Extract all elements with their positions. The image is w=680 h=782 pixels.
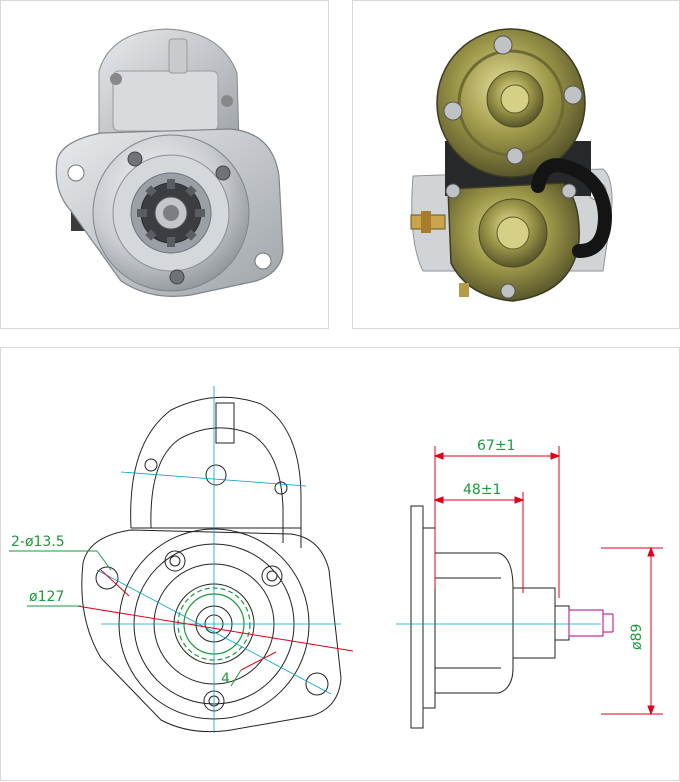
dim-total-length: 67±1 [477,438,515,454]
dim-pilot-diameter: ø127 [29,589,64,605]
photo-front-panel [0,0,329,329]
green-dimension-leaders [9,550,242,687]
technical-drawing-panel: 2-ø13.5 ø127 4 [0,347,680,781]
dim-flange-length: 48±1 [463,482,501,498]
dim-gear-module: 4 [221,671,230,687]
starter-motor-front-photo [55,28,284,297]
technical-drawing: 2-ø13.5 ø127 4 [9,386,663,733]
starter-motor-back-photo [410,28,613,302]
side-view [410,505,570,729]
photo-back-panel [352,0,680,329]
front-view [81,396,342,733]
side-red-dimensions [433,446,663,716]
dim-body-diameter: ø89 [629,624,645,650]
side-view-pinion [568,609,614,637]
center-lines [96,386,341,733]
dim-holes: 2-ø13.5 [11,534,65,550]
red-dimensions [76,569,354,671]
